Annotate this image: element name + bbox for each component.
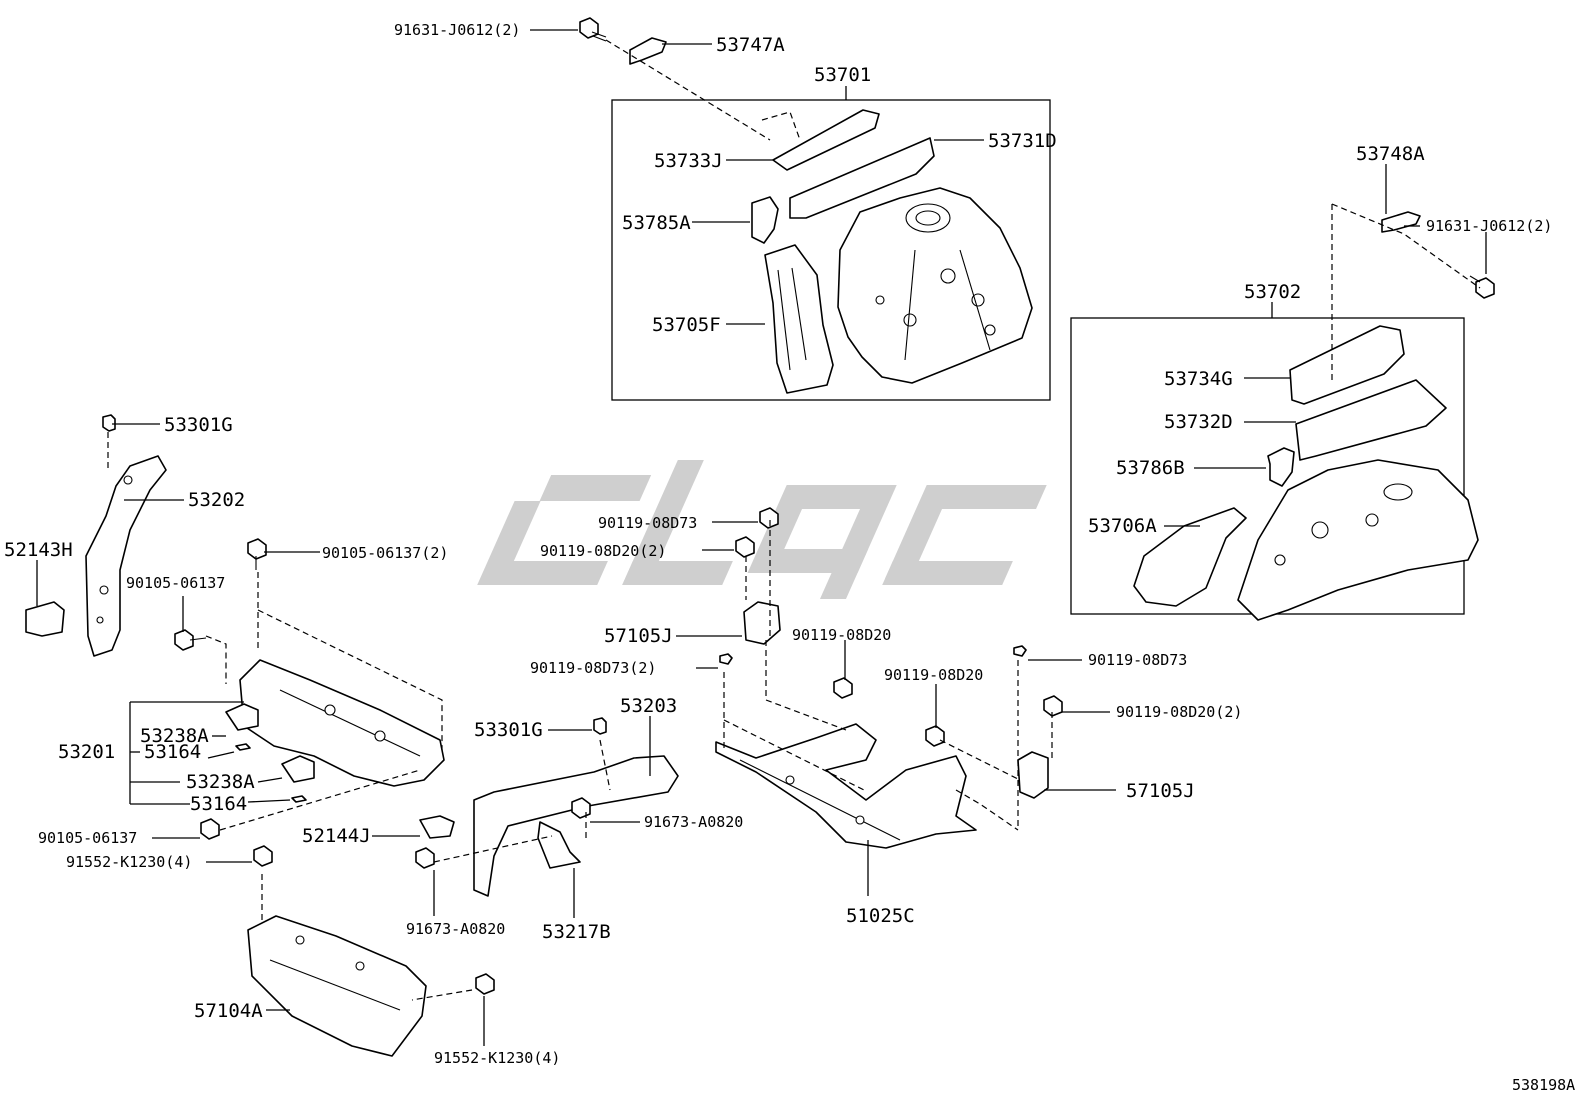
member-53734g [1289,325,1405,405]
bolt-icon [1469,275,1495,299]
part-label: 91673-A0820 [644,813,743,831]
bolt-icon [579,17,607,42]
bolt-icon [174,629,207,651]
bracket-57105j-right [1017,751,1049,799]
part-label: 90119-08D73 [1088,651,1187,669]
part-label: 53706A [1088,515,1157,537]
part-label: 57104A [194,1000,263,1022]
part-label: 91552-K1230(4) [66,853,192,871]
part-label: 90119-08D73 [598,514,697,532]
group-label-53702: 53702 [1244,281,1301,303]
part-label: 53705F [652,314,721,336]
group-label-53701: 53701 [814,64,871,86]
part-label: 91631-J0612(2) [394,21,520,39]
clip-53164-upper [235,743,251,751]
member-53733j [772,109,880,171]
bolt-icon [759,507,779,529]
bracket-53217b [537,821,581,869]
part-label: 90105-06137(2) [322,544,448,562]
bolt-icon [719,653,733,665]
bolt-icon [253,845,273,867]
part-label: 53164 [190,793,247,815]
group-label-53201: 53201 [58,741,115,763]
part-label: 90105-06137 [38,829,137,847]
bracket-53747a [629,37,667,65]
apron-53701 [837,187,1033,384]
bracket-53785a [751,196,779,244]
bolt-icon [833,677,853,699]
pillar-53202 [85,455,167,657]
bolt-icon [571,797,591,819]
bolt-icon [735,536,755,558]
bolt-icon [247,538,267,570]
apron-53702 [1237,459,1479,621]
part-label: 91673-A0820 [406,920,505,938]
part-label: 53786B [1116,457,1185,479]
part-label: 53238A [140,725,209,747]
part-label: 53785A [622,212,691,234]
bolt-icon [475,973,495,995]
part-label: 52143H [4,539,73,561]
part-label: 53301G [474,719,543,741]
part-label: 91552-K1230(4) [434,1049,560,1067]
part-label: 53748A [1356,143,1425,165]
part-label: 53164 [144,741,201,763]
rail-53731d [789,137,935,219]
clip-53164-lower [291,795,307,803]
bolt-53301g [593,717,607,735]
part-label: 53734G [1164,368,1233,390]
bracket-52144j [419,815,455,839]
part-label: 53747A [716,34,785,56]
part-label: 53301G [164,414,233,436]
bracket-53238a-lower [281,755,315,783]
part-label: 51025C [846,905,915,927]
bracket-52143h [25,601,65,637]
watermark-logo [477,460,1047,599]
part-label: 90119-08D20(2) [1116,703,1242,721]
part-label: 57105J [1126,780,1195,802]
diagram-id: 538198A [1512,1076,1575,1094]
part-label: 90105-06137 [126,574,225,592]
bolt-53301g [102,414,116,432]
bolt-icon [1043,695,1063,717]
bracket-57105j-left [743,601,781,645]
part-label: 53203 [620,695,677,717]
bolt-icon [1013,645,1027,657]
part-label: 90119-08D20 [884,666,983,684]
part-label: 57105J [604,625,673,647]
part-label: 53731D [988,130,1057,152]
pillar-53706a [1133,507,1247,607]
bolt-icon [200,818,220,840]
bolt-icon [925,725,945,747]
bracket-53238a-upper [225,703,259,731]
part-label: 53732D [1164,411,1233,433]
subframe-51025c [715,723,977,849]
support-53201 [239,659,445,787]
alignment-lines [107,39,1481,1001]
bracket-53786b [1267,447,1295,487]
part-label: 53202 [188,489,245,511]
part-label: 90119-08D20 [792,626,891,644]
bolt-icon [415,847,435,869]
part-label: 53217B [542,921,611,943]
part-label: 91631-J0612(2) [1426,217,1552,235]
part-label: 52144J [302,825,371,847]
part-label: 90119-08D20(2) [540,542,666,560]
part-label: 53733J [654,150,723,172]
leader-lines [36,29,1487,1046]
pillar-53705f [764,244,834,394]
bracket-53748a [1381,211,1421,233]
part-label: 90119-08D73(2) [530,659,656,677]
rail-53732d [1295,379,1447,461]
member-53203 [473,755,679,897]
group-box-53701 [611,99,1051,401]
part-label: 53238A [186,771,255,793]
